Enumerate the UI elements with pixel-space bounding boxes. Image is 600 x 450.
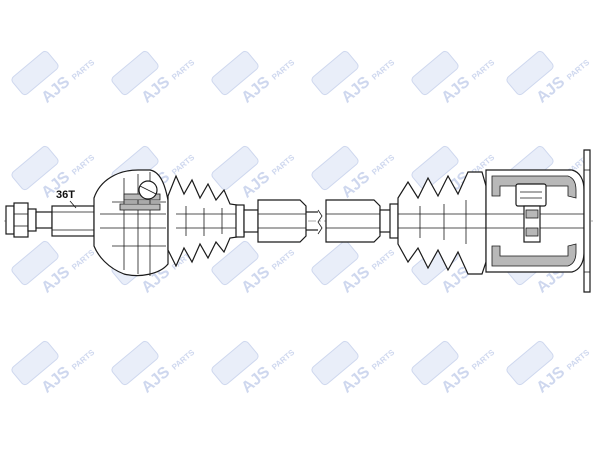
boot-clamp-right bbox=[389, 203, 399, 239]
tripod-roller bbox=[515, 183, 547, 207]
watermark-badge bbox=[411, 50, 459, 96]
watermark-badge bbox=[211, 240, 259, 286]
watermark-badge bbox=[211, 50, 259, 96]
watermark-badge bbox=[311, 50, 359, 96]
watermark-badge bbox=[506, 340, 554, 386]
output-flange bbox=[583, 149, 591, 293]
watermark-badge bbox=[311, 145, 359, 191]
watermark-badge bbox=[506, 50, 554, 96]
watermark-badge bbox=[311, 240, 359, 286]
watermark-badge bbox=[11, 145, 59, 191]
spline-leader-line bbox=[69, 200, 77, 209]
boot-clamp-left bbox=[235, 204, 245, 238]
inner-boot bbox=[389, 171, 487, 275]
watermark-badge bbox=[411, 145, 459, 191]
watermark-badge bbox=[11, 340, 59, 386]
axle-nut bbox=[5, 202, 37, 238]
spline-shaft bbox=[35, 205, 95, 237]
inner-tripod-joint bbox=[485, 149, 591, 293]
outer-boot bbox=[167, 174, 245, 268]
watermark-badge bbox=[111, 340, 159, 386]
main-shaft-right bbox=[325, 199, 393, 243]
watermark-badge bbox=[211, 145, 259, 191]
watermark-badge bbox=[311, 340, 359, 386]
watermark-badge bbox=[11, 240, 59, 286]
watermark-badge bbox=[111, 50, 159, 96]
watermark-badge bbox=[211, 340, 259, 386]
watermark-badge bbox=[11, 50, 59, 96]
spline-count-label: 36T bbox=[56, 189, 75, 201]
outer-cv-joint bbox=[93, 169, 169, 277]
main-shaft-left bbox=[243, 199, 318, 243]
watermark-badge bbox=[411, 340, 459, 386]
